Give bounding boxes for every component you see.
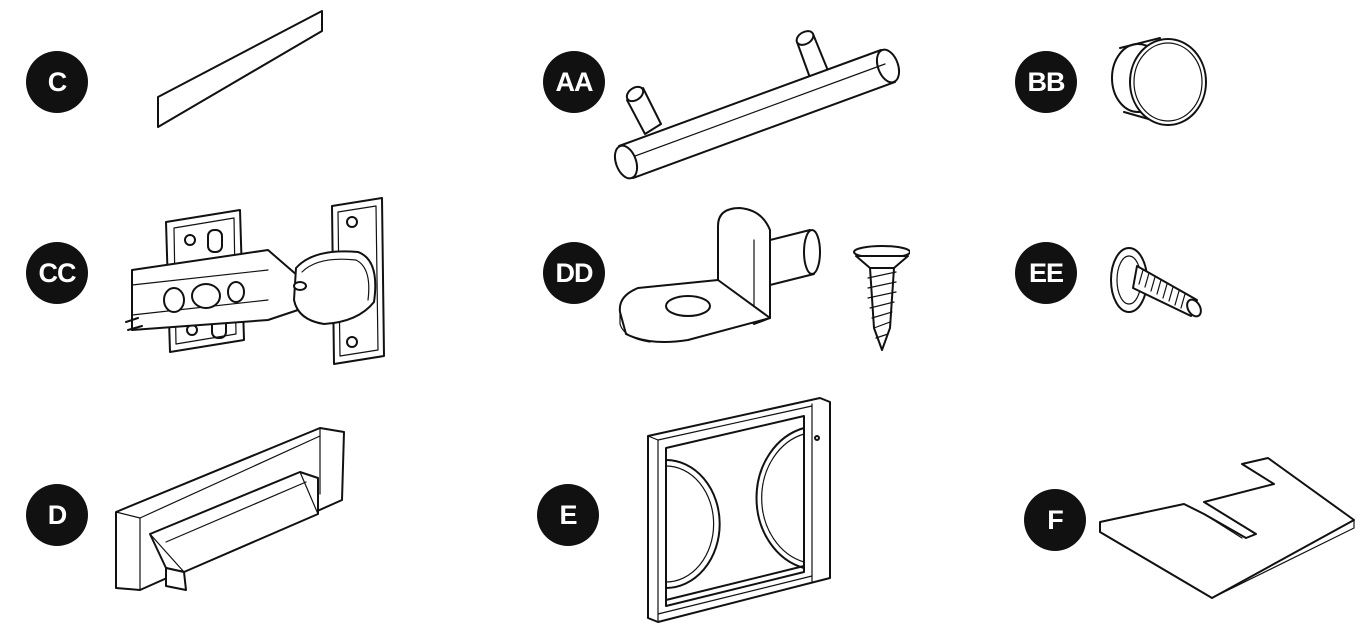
hinge-drawing bbox=[125, 197, 385, 365]
shelf-support-drawing bbox=[618, 207, 910, 351]
label-badge-ee: EE bbox=[1015, 242, 1077, 304]
label-badge-bb: BB bbox=[1015, 51, 1077, 113]
round-knob-drawing bbox=[1111, 37, 1207, 126]
label-badge-c: C bbox=[26, 51, 88, 113]
label-badge-f: F bbox=[1024, 489, 1086, 551]
label-badge-d: D bbox=[26, 484, 88, 546]
label-badge-aa: AA bbox=[543, 51, 605, 113]
door-panel-drawing bbox=[647, 397, 831, 623]
label-badge-cc: CC bbox=[26, 242, 88, 304]
label-badge-dd: DD bbox=[543, 242, 605, 304]
bar-handle-drawing bbox=[613, 30, 901, 180]
label-badge-e: E bbox=[537, 484, 599, 546]
cutout-panel-drawing bbox=[1099, 457, 1355, 599]
trim-strip-drawing bbox=[157, 10, 323, 128]
knob-bolt-drawing bbox=[1110, 247, 1202, 318]
drawer-front-drawing bbox=[115, 427, 345, 591]
screw-drawing bbox=[853, 245, 910, 351]
